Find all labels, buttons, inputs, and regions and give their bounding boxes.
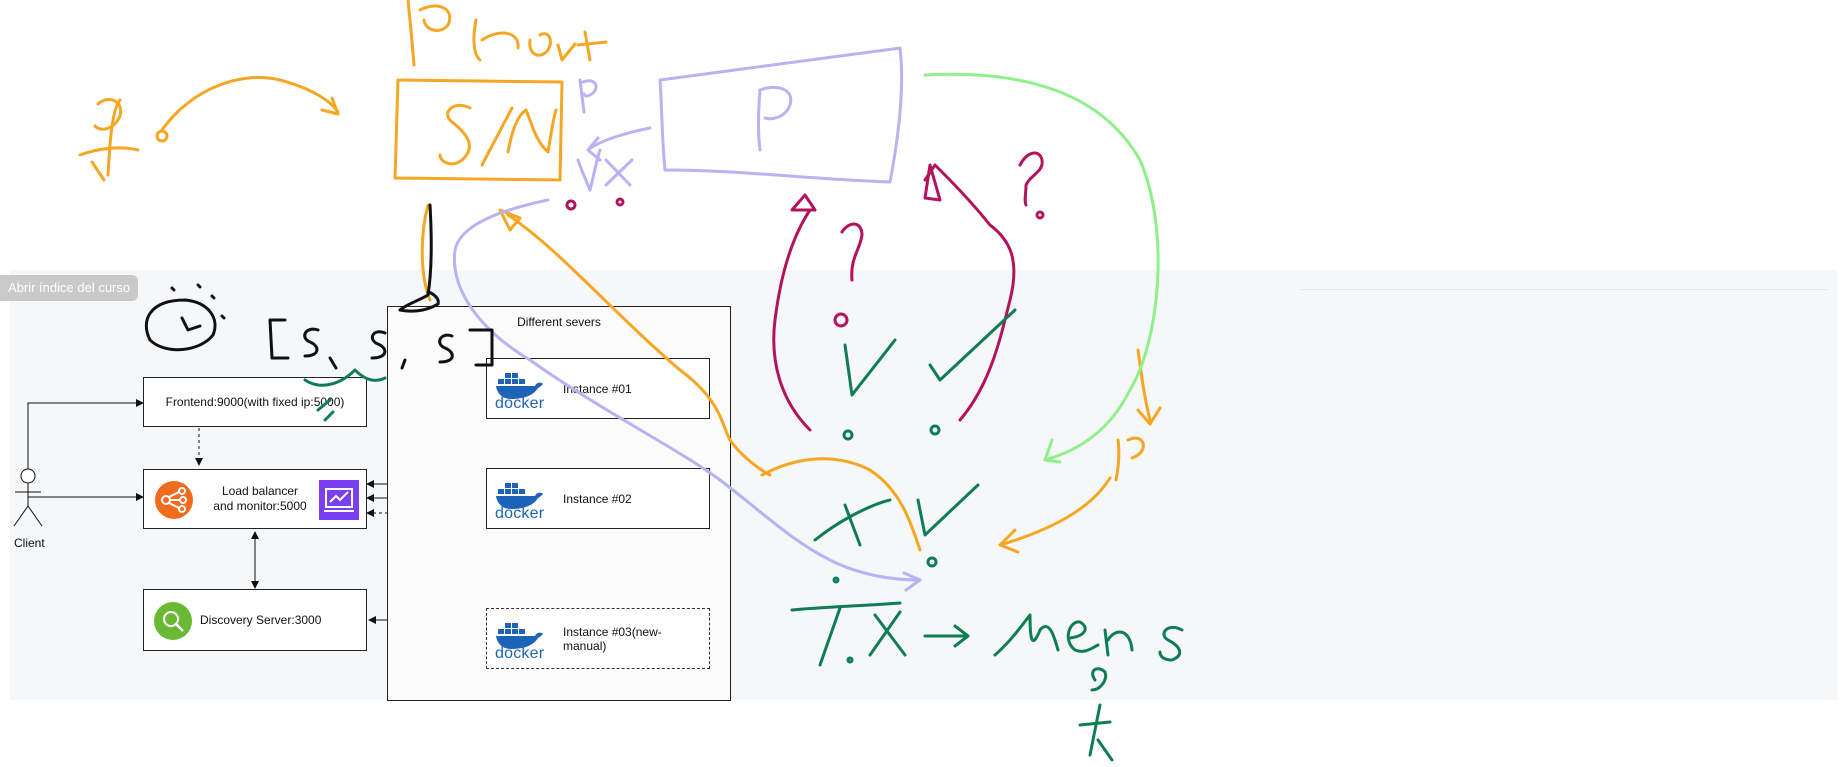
black-ink-strokes: [144, 203, 494, 370]
instance-03-label: Instance #03(new-manual): [563, 624, 662, 653]
servers-group-title: Different severs: [517, 315, 601, 329]
divider-line: [1300, 289, 1828, 290]
client-actor-icon: [13, 468, 43, 527]
frontend-label: Frontend:9000(with fixed ip:5000): [165, 395, 345, 409]
docker-whale-icon: [496, 483, 543, 509]
instance-02-label: Instance #02: [563, 491, 632, 506]
load-balancer-label: Load balancer and monitor:5000: [213, 484, 307, 513]
docker-logo-text: docker: [495, 645, 545, 662]
instance-03-node[interactable]: docker Instance #03(new-manual): [486, 608, 710, 669]
load-balancer-icon: [155, 481, 193, 519]
lavender-ink-strokes: [452, 46, 922, 592]
teal-ink-strokes: [303, 308, 1184, 762]
discovery-server-label: Discovery Server:3000: [200, 613, 322, 627]
docker-logo-text: docker: [495, 505, 545, 522]
green-ink-strokes: [923, 72, 1160, 464]
docker-whale-icon: [496, 623, 543, 649]
load-balancer-node[interactable]: Load balancer and monitor:5000: [143, 469, 367, 529]
instance-02-node[interactable]: docker Instance #02: [486, 468, 710, 529]
monitor-chart-icon: [319, 480, 359, 520]
docker-whale-icon: [496, 373, 543, 399]
crimson-ink-strokes: [565, 151, 1045, 432]
open-course-index-button[interactable]: Abrir índice del curso: [0, 275, 139, 301]
orange-ink-strokes: [78, 0, 1162, 554]
discovery-search-icon: [154, 602, 192, 640]
client-label: Client: [14, 536, 45, 550]
discovery-server-node[interactable]: Discovery Server:3000: [143, 589, 367, 651]
docker-logo-text: docker: [495, 395, 545, 412]
client-frontend-connector: [27, 399, 144, 470]
